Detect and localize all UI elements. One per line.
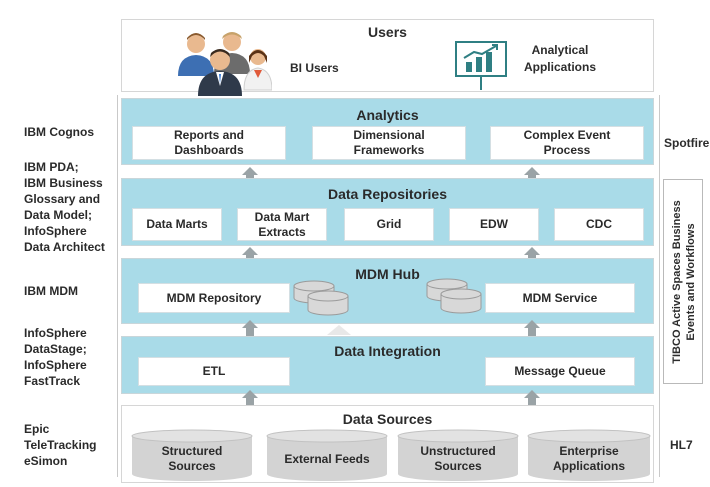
database-icon	[426, 278, 482, 314]
complex-event-process-box: Complex Event Process	[490, 126, 644, 160]
mdm-repository-box: MDM Repository	[138, 283, 290, 313]
grid-box: Grid	[344, 208, 434, 241]
data-integration-title: Data Integration	[334, 343, 441, 359]
enterprise-applications-label: Enterprise Applications	[552, 444, 625, 473]
dimensional-frameworks-box: Dimensional Frameworks	[312, 126, 466, 160]
left-divider	[117, 95, 118, 477]
external-feeds-cylinder: External Feeds	[266, 429, 388, 482]
cylinder-icon	[397, 429, 519, 481]
cdc-box: CDC	[554, 208, 644, 241]
tibco-label: TIBCO Active Spaces Business Events and …	[670, 177, 698, 387]
tibco-label-line1: TIBCO Active Spaces Business	[671, 200, 683, 364]
tibco-label-line2: Events and Workflows	[685, 223, 697, 341]
analytical-applications-label: Analytical Applications	[523, 43, 596, 74]
hl7-label: HL7	[670, 438, 693, 452]
cylinder-icon	[131, 429, 253, 481]
bar-chart-icon	[455, 41, 507, 90]
tibco-box: TIBCO Active Spaces Business Events and …	[663, 179, 703, 384]
mdm-hub-title: MDM Hub	[355, 266, 420, 282]
label-epic-teletracking: Epic TeleTracking eSimon	[24, 422, 97, 468]
external-feeds-label: External Feeds	[284, 452, 370, 466]
cylinder-icon	[266, 429, 388, 481]
label-ibm-pda: IBM PDA; IBM Business Glossary and Data …	[24, 160, 105, 254]
etl-box: ETL	[138, 357, 290, 386]
analytics-title: Analytics	[356, 107, 419, 123]
unstructured-sources-label: Unstructured Sources	[420, 444, 496, 473]
edw-box: EDW	[449, 208, 539, 241]
label-infosphere-datastage: InfoSphere DataStage; InfoSphere FastTra…	[24, 326, 87, 388]
enterprise-applications-cylinder: Enterprise Applications	[527, 429, 651, 482]
cylinder-icon	[527, 429, 651, 481]
unstructured-sources-cylinder: Unstructured Sources	[397, 429, 519, 482]
users-title: Users	[368, 24, 407, 40]
data-marts-box: Data Marts	[132, 208, 222, 241]
right-divider	[659, 95, 660, 477]
data-repositories-title: Data Repositories	[327, 186, 448, 202]
structured-sources-cylinder: Structured Sources	[131, 429, 253, 482]
mdm-service-box: MDM Service	[485, 283, 635, 313]
spotfire-label: Spotfire	[664, 136, 710, 150]
connector-triangle	[327, 325, 351, 335]
data-sources-title: Data Sources	[342, 411, 433, 427]
structured-sources-label: Structured Sources	[161, 444, 223, 473]
label-ibm-cognos: IBM Cognos	[24, 125, 94, 139]
database-icon	[293, 280, 349, 316]
bi-users-label: BI Users	[290, 61, 339, 75]
people-icon	[178, 32, 272, 96]
data-mart-extracts-box: Data Mart Extracts	[237, 208, 327, 241]
label-ibm-mdm: IBM MDM	[24, 284, 78, 298]
reports-dashboards-box: Reports and Dashboards	[132, 126, 286, 160]
message-queue-box: Message Queue	[485, 357, 635, 386]
